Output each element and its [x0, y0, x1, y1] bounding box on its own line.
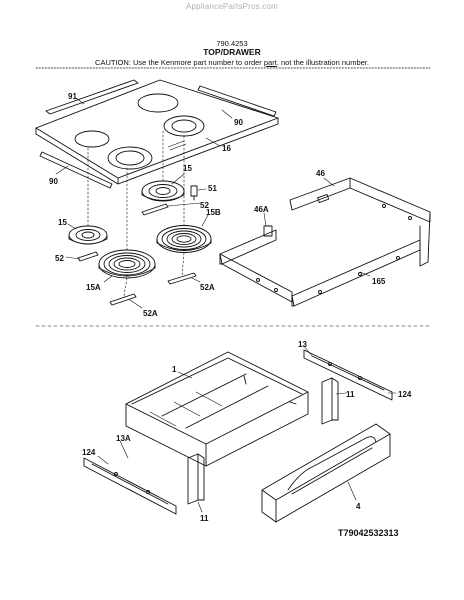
watermark: AppliancePartsPros.com	[186, 2, 278, 11]
callout-4: 4	[356, 502, 361, 511]
burner-mark-front-left	[74, 130, 110, 148]
side-trim-90-right	[197, 85, 277, 117]
callout-11-right: 11	[346, 390, 355, 399]
callout-15-upper: 15	[183, 164, 192, 173]
frame-46A	[219, 225, 293, 303]
callout-52-upper: 52	[200, 201, 209, 210]
diagram-id: T79042532313	[338, 528, 399, 538]
callout-52A-right: 52A	[200, 283, 215, 292]
callout-15B: 15B	[206, 208, 221, 217]
rear-trim-91	[45, 79, 139, 115]
callout-52-lower: 52	[55, 254, 64, 263]
drawer-front-4	[261, 423, 391, 523]
slide-13A	[83, 457, 177, 515]
element-15B	[156, 225, 212, 253]
frame-46	[289, 177, 431, 267]
element-15A	[98, 249, 156, 279]
callout-15A: 15A	[86, 283, 101, 292]
burner-mark-front-right	[107, 146, 153, 170]
callout-124-right: 124	[398, 390, 412, 399]
assembly-lines-top	[87, 129, 185, 297]
bracket-11-left	[187, 453, 205, 505]
callout-90-left: 90	[49, 177, 58, 186]
bracket-165	[291, 239, 421, 307]
caution-text-end: , not the illustration number.	[276, 58, 369, 67]
drawer-body-1	[125, 351, 309, 467]
bracket-52-upper	[141, 203, 169, 216]
bracket-52A-right	[167, 272, 197, 285]
callout-124-left: 124	[82, 448, 96, 457]
section-title: TOP/DRAWER	[203, 47, 261, 57]
callout-52A-lower: 52A	[143, 309, 158, 318]
bracket-52A-lower	[109, 293, 137, 306]
callout-46: 46	[316, 169, 325, 178]
callout-16: 16	[222, 144, 231, 153]
callout-91: 91	[68, 92, 77, 101]
model-number: 790.4253	[216, 39, 248, 48]
callout-165: 165	[372, 277, 386, 286]
element-15-lower	[68, 225, 108, 245]
switch-51	[190, 185, 198, 201]
slide-13	[303, 349, 393, 401]
burner-mark-rear-left	[137, 93, 179, 113]
callout-11-left: 11	[200, 514, 209, 523]
front-trim-90-left	[39, 151, 113, 189]
caution-note: CAUTION: Use the Kenmore part number to …	[0, 58, 464, 67]
burner-mark-rear-right	[163, 115, 205, 137]
bracket-52-lower	[77, 251, 99, 262]
element-15-upper	[141, 180, 185, 202]
callout-15-lower: 15	[58, 218, 67, 227]
callout-90-right: 90	[234, 118, 243, 127]
callout-46A: 46A	[254, 205, 269, 214]
callout-51: 51	[208, 184, 217, 193]
callout-13A: 13A	[116, 434, 131, 443]
callout-13: 13	[298, 340, 307, 349]
bracket-11-right	[321, 377, 339, 425]
caution-underlined-word: part	[263, 58, 277, 67]
leader-lines	[55, 97, 397, 513]
cooktop-glass	[35, 79, 279, 185]
caution-text-start: CAUTION: Use the Kenmore part number to …	[95, 58, 264, 67]
callout-1: 1	[172, 365, 177, 374]
